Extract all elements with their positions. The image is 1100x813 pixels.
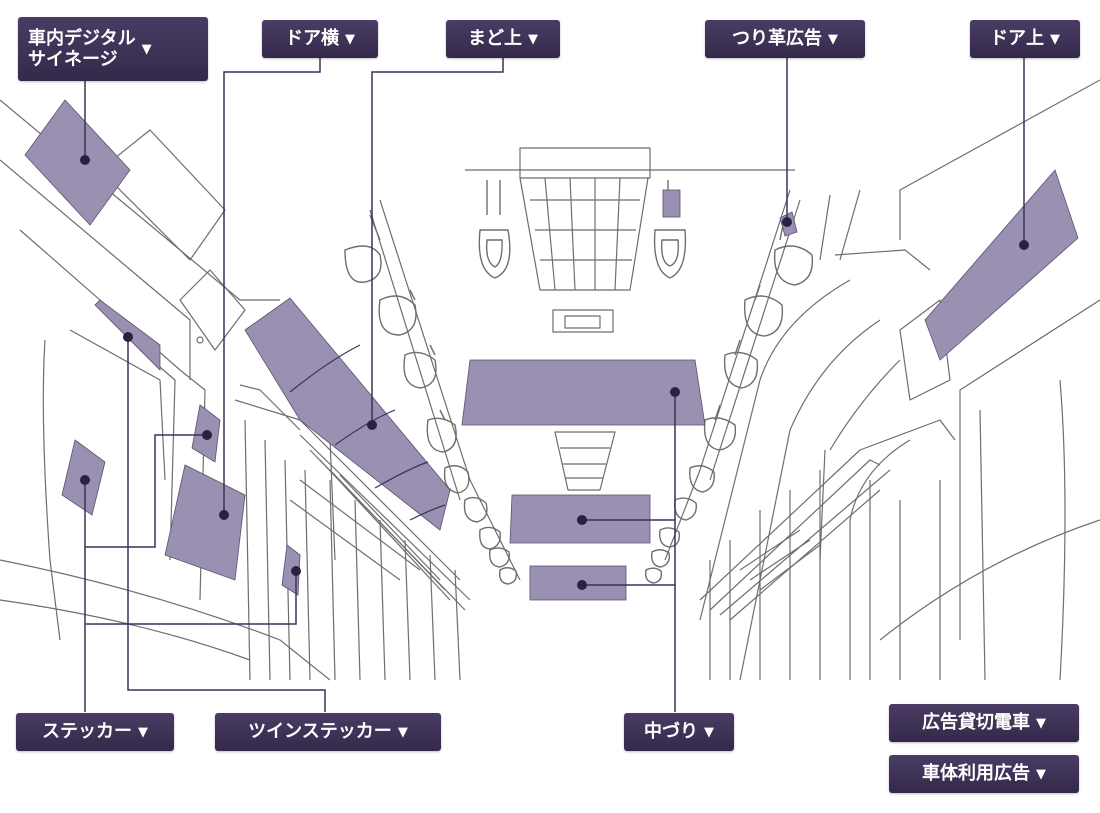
dropdown-arrow-icon: ▼ [1036,715,1046,731]
above-door-area [924,169,1079,361]
body-wrap-label[interactable]: 車体利用広告 ▼ [889,755,1079,793]
strap-ad-area-center [662,189,681,218]
sticker-label[interactable]: ステッカー ▼ [16,713,174,751]
body-wrap-text: 車体利用広告 [922,763,1030,784]
dropdown-arrow-icon: ▼ [828,31,838,47]
dropdown-arrow-icon: ▼ [397,724,408,740]
hanging-text: 中づり [644,721,698,742]
digital-signage-label[interactable]: 車内デジタル サイネージ ▼ [18,17,208,81]
dropdown-arrow-icon: ▼ [1036,766,1046,782]
strap-ad-text: つり革広告 [732,28,822,49]
hanging-label[interactable]: 中づり ▼ [624,713,734,751]
dropdown-arrow-icon: ▼ [528,31,538,47]
dropdown-arrow-icon: ▼ [138,724,148,740]
twin-sticker-label[interactable]: ツインステッカー ▼ [215,713,441,751]
door-side-area [164,464,246,581]
leader-dots [80,155,1029,590]
door-side-label[interactable]: ドア横 ▼ [262,20,378,58]
leader-above-window [371,58,504,425]
leader-twin-sticker [127,337,326,712]
above-window-label[interactable]: まど上 ▼ [446,20,560,58]
charter-train-text: 広告貸切電車 [922,712,1030,733]
sticker-text: ステッカー [42,721,132,742]
dropdown-arrow-icon: ▼ [141,41,152,57]
above-window-text: まど上 [468,28,522,49]
ad-areas [24,99,1079,601]
leader-sticker-2 [85,571,297,625]
above-door-label[interactable]: ドア上 ▼ [970,20,1080,58]
dropdown-arrow-icon: ▼ [704,724,714,740]
leader-door-side [223,58,321,515]
digital-signage-area [24,99,131,226]
twin-sticker-text: ツインステッカー [248,721,392,742]
hand-straps [344,180,814,585]
above-door-text: ドア上 [990,28,1044,49]
hanging-area-top [461,359,706,426]
above-window-area [244,297,451,531]
leader-sticker [84,434,207,548]
door-side-text: ドア横 [285,28,339,49]
digital-signage-text: 車内デジタル サイネージ [28,28,136,70]
charter-train-label[interactable]: 広告貸切電車 ▼ [889,704,1079,742]
strap-ad-label[interactable]: つり革広告 ▼ [705,20,865,58]
dropdown-arrow-icon: ▼ [345,31,355,47]
dropdown-arrow-icon: ▼ [1050,31,1060,47]
leader-lines [84,58,1025,712]
